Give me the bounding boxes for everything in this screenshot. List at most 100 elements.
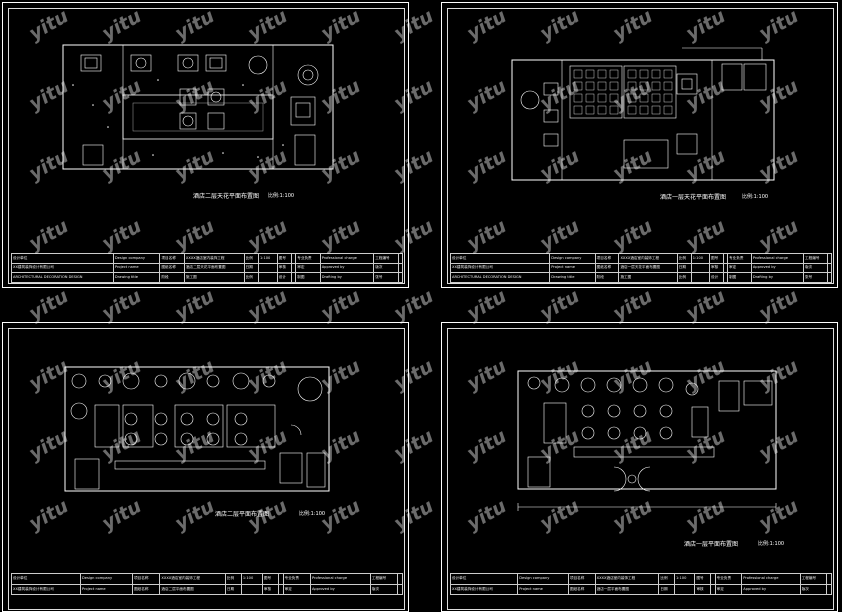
tb-cell [722, 272, 729, 283]
ceiling-panel [627, 93, 637, 103]
watermark-text: yitu [755, 285, 803, 325]
ceiling-plan-floor2 [62, 44, 334, 170]
ceiling-panel [585, 69, 595, 79]
tb-cell: 酒店二层天花平面布置图 [183, 262, 245, 274]
ceiling-panel [585, 81, 595, 91]
tb-cell: Design company [112, 253, 161, 264]
tb-cell: Professional charge [741, 573, 801, 585]
tb-cell: 图纸名称 [594, 262, 620, 274]
tb-cell: 图号 [261, 573, 279, 585]
tb-cell [690, 262, 710, 274]
tb-cell: 酒店一层平面布置图 [594, 583, 660, 595]
sheet-inner-border [447, 8, 834, 284]
tb-cell: 1:100 [673, 573, 696, 585]
ceiling-panel [573, 105, 583, 115]
watermark-text: yitu [682, 285, 730, 325]
tb-cell: 版次 [803, 262, 828, 274]
drawing-scale: 比例:1:100 [758, 541, 785, 547]
tb-cell [397, 573, 403, 585]
watermark-text: yitu [609, 285, 657, 325]
tb-cell: 审定 [714, 583, 743, 595]
tb-cell: 图号 [694, 573, 712, 585]
tb-cell: 日期 [224, 583, 242, 595]
tb-cell: 施工图 [183, 272, 245, 283]
tb-cell: Design company [549, 253, 596, 264]
ceiling-panel [585, 93, 595, 103]
watermark-text: yitu [463, 285, 511, 325]
tb-cell [826, 262, 833, 274]
ceiling-panel [663, 93, 673, 103]
ceiling-panel [627, 81, 637, 91]
tb-cell: 版次 [373, 262, 399, 274]
watermark-text: yitu [390, 285, 438, 325]
ceiling-panel [663, 81, 673, 91]
watermark-text: yitu [317, 285, 365, 325]
tb-cell: 图号 [708, 253, 724, 264]
tb-cell: 比例 [243, 272, 259, 283]
tb-cell [826, 253, 833, 264]
tb-cell: Approved by [750, 262, 805, 274]
tb-cell: 日期 [243, 262, 259, 274]
drawing-title: 酒店一层天花平面布置图 [660, 194, 727, 201]
tb-cell [291, 272, 297, 283]
tb-cell: 专业负责 [714, 573, 743, 585]
ceiling-plan-floor1 [511, 47, 775, 181]
tb-cell: 酒店一层天花平面布置图 [618, 262, 678, 274]
ceiling-panel [573, 93, 583, 103]
tb-cell: 审核 [261, 583, 279, 595]
tb-cell: XX建筑装饰设计有限公司 [449, 583, 519, 595]
watermark-text: yitu [171, 285, 219, 325]
tb-cell: XX建筑装饰设计有限公司 [11, 583, 81, 595]
tb-cell: 张号 [803, 272, 828, 283]
tb-cell: Project name [79, 583, 134, 595]
watermark-text: yitu [25, 285, 73, 325]
tb-cell [397, 253, 404, 264]
tb-cell: 设计单位 [11, 253, 114, 264]
tb-cell: 设计单位 [11, 573, 81, 585]
tb-cell: Drafting by [319, 272, 375, 283]
tb-cell: 图纸名称 [132, 583, 161, 595]
tb-cell: 张号 [373, 272, 399, 283]
watermark-text: yitu [244, 285, 292, 325]
tb-cell: 1:100 [240, 573, 263, 585]
ceiling-panel [597, 81, 607, 91]
tb-cell [240, 583, 263, 595]
tb-cell: 比例 [224, 573, 242, 585]
ceiling-panel [651, 105, 661, 115]
tb-cell: 比例 [676, 272, 692, 283]
tb-cell: 1:100 [690, 253, 710, 264]
ceiling-panel [597, 105, 607, 115]
tb-cell [397, 272, 404, 283]
tb-cell: Professional charge [750, 253, 805, 264]
tb-cell: 专业负责 [727, 253, 752, 264]
drawing-title: 酒店二层天花平面布置图 [193, 193, 260, 200]
tb-cell: XX建筑装饰设计有限公司 [449, 262, 551, 274]
tb-cell: 专业负责 [282, 573, 311, 585]
tb-cell: Drafting by [750, 272, 805, 283]
tb-cell [826, 583, 832, 595]
tb-cell: 审定 [295, 262, 321, 274]
tb-cell: 审核 [694, 583, 712, 595]
tb-cell: 设计 [708, 272, 724, 283]
ceiling-panel [639, 105, 649, 115]
tb-cell: 酒店二层平面布置图 [159, 583, 226, 595]
watermark-text: yitu [98, 285, 146, 325]
tb-cell: Design company [517, 573, 569, 585]
drawing-title: 酒店一层平面布置图 [684, 541, 739, 548]
ceiling-panel [597, 93, 607, 103]
drawing-scale: 比例:1:100 [299, 511, 326, 517]
tb-cell: Professional charge [319, 253, 375, 264]
ceiling-panel [609, 81, 619, 91]
tb-cell [257, 272, 278, 283]
ceiling-panel [627, 69, 637, 79]
tb-cell [690, 272, 710, 283]
tb-cell: 阶段 [159, 272, 185, 283]
tb-cell [397, 583, 403, 595]
tb-cell: 审核 [708, 262, 724, 274]
